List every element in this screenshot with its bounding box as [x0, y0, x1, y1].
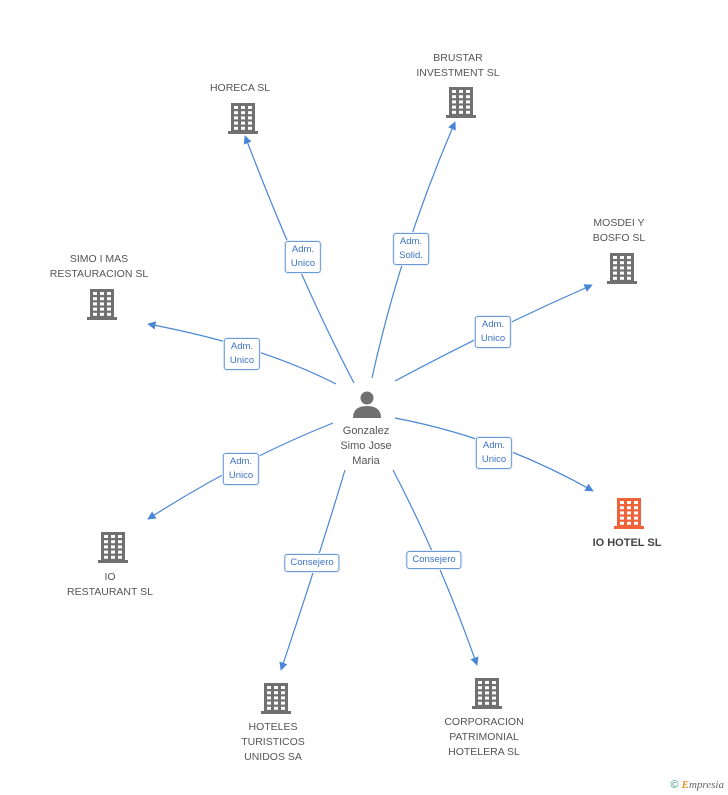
edge-label-mosdei: Adm. Unico — [474, 316, 512, 348]
copyright-symbol: © — [670, 779, 679, 791]
building-icon[interactable] — [472, 678, 502, 709]
edge-label-brustar: Adm. Solid. — [393, 233, 429, 265]
node-label-simoimas[interactable]: SIMO I MAS RESTAURACION SL — [49, 253, 149, 280]
node-label-iohotel[interactable]: IO HOTEL SL — [592, 537, 662, 549]
node-label-brustar[interactable]: BRUSTAR INVESTMENT SL — [416, 52, 500, 79]
building-icon[interactable] — [98, 532, 128, 563]
brand-logo[interactable]: Empresia — [681, 779, 724, 791]
person-name[interactable]: Gonzalez Simo Jose Maria — [340, 425, 392, 467]
building-icon[interactable] — [87, 289, 117, 320]
person-icon[interactable] — [353, 391, 381, 419]
edge-label-simoimas: Adm. Unico — [223, 338, 261, 370]
building-icon[interactable] — [261, 683, 291, 714]
edge-label-iorest: Adm. Unico — [222, 453, 260, 485]
building-icon[interactable] — [446, 87, 476, 118]
node-label-hoteles[interactable]: HOTELES TURISTICOS UNIDOS SA — [241, 721, 305, 763]
edge-label-corporacion: Consejero — [406, 551, 462, 569]
edge-label-horeca: Adm. Unico — [284, 241, 322, 273]
footer-credit: © Empresia — [670, 779, 724, 791]
building-icon[interactable] — [607, 253, 637, 284]
building-icon[interactable] — [614, 498, 644, 529]
building-icon[interactable] — [228, 103, 258, 134]
node-label-iorest[interactable]: IO RESTAURANT SL — [67, 571, 153, 598]
edge-label-hoteles: Consejero — [284, 554, 340, 572]
node-label-horeca[interactable]: HORECA SL — [209, 82, 271, 94]
node-label-mosdei[interactable]: MOSDEI Y BOSFO SL — [592, 217, 646, 244]
edge-label-iohotel: Adm. Unico — [475, 437, 513, 469]
node-label-corporacion[interactable]: CORPORACION PATRIMONIAL HOTELERA SL — [444, 716, 524, 758]
